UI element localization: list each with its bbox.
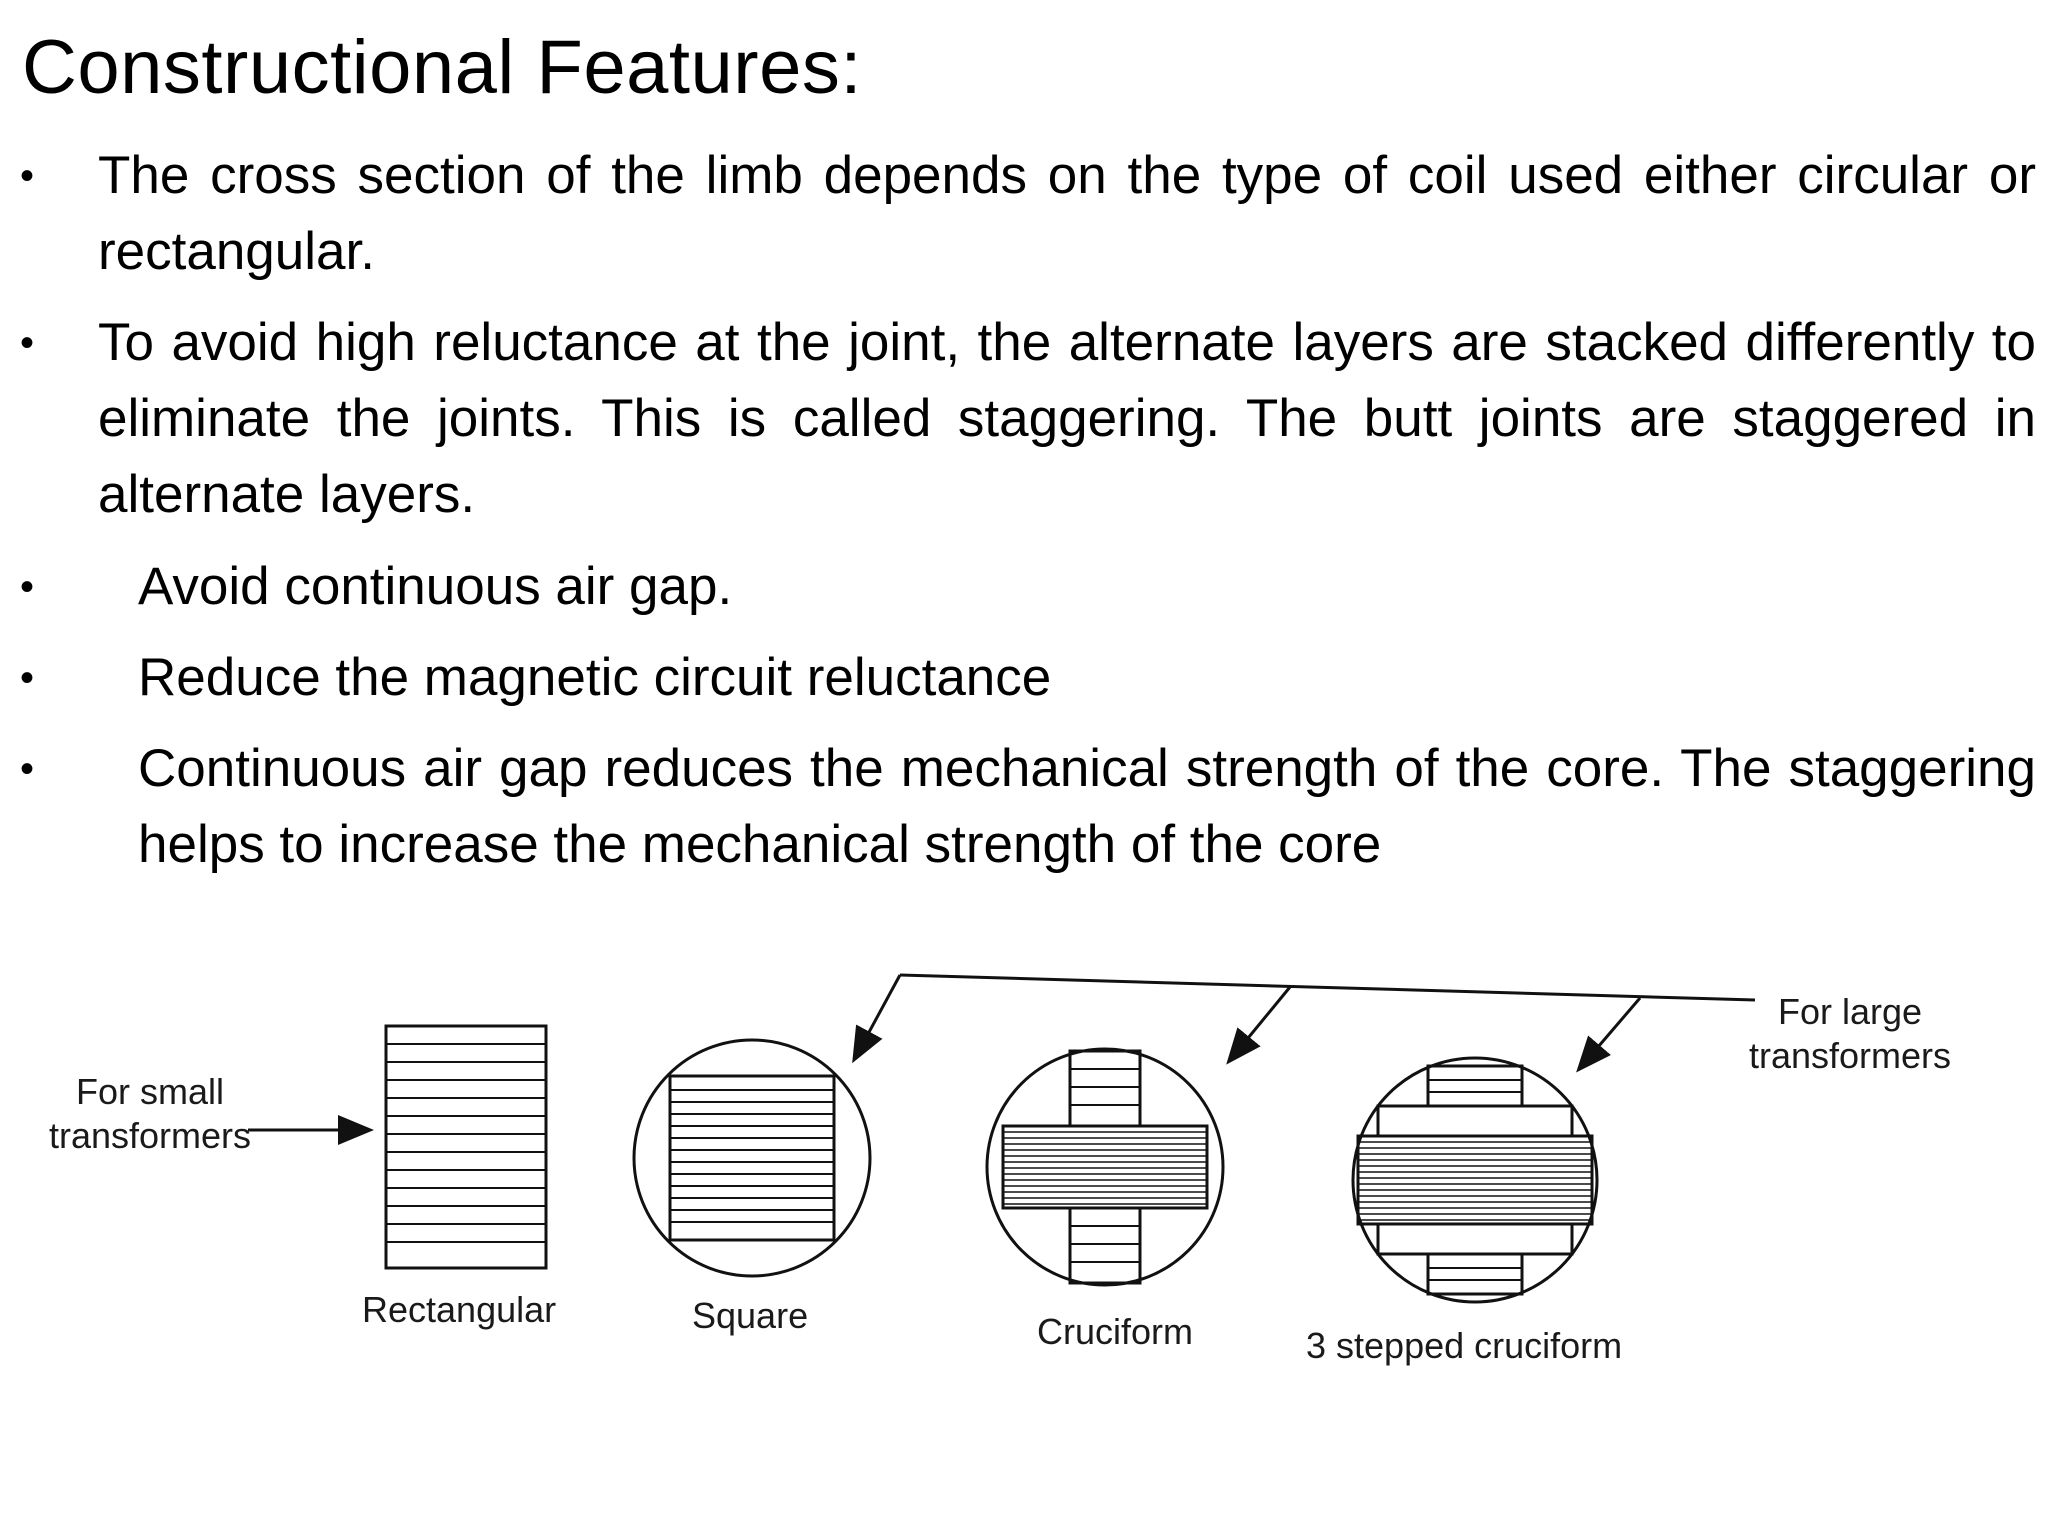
bullet-text: Continuous air gap reduces the mechanica… — [138, 739, 2036, 874]
bullet-text: Reduce the magnetic circuit reluctance — [138, 648, 1052, 707]
rectangular-caption: Rectangular — [362, 1289, 557, 1330]
small-transformers-label: For small transformers — [48, 1071, 252, 1156]
square-core — [632, 1038, 872, 1278]
large-transformer-leader — [899, 973, 1756, 1002]
large-transformers-label: For large transformers — [1748, 991, 1952, 1076]
cruciform-core — [985, 1047, 1225, 1287]
core-cross-section-diagram — [248, 973, 1756, 1304]
bullet-dot: • — [20, 656, 35, 700]
bullet-dot: • — [20, 565, 35, 609]
cruciform-caption: Cruciform — [1037, 1311, 1194, 1352]
bullet-dot: • — [20, 321, 35, 365]
three-stepped-cruciform-core — [1351, 1056, 1599, 1304]
square-caption: Square — [692, 1295, 809, 1336]
arrow-to-square — [852, 974, 902, 1064]
core-cross-section-figure: For small transformers For large transfo… — [0, 930, 2048, 1390]
arrow-to-3-stepped — [1576, 997, 1642, 1073]
arrow-to-cruciform — [1226, 986, 1292, 1065]
bullet-text: The cross section of the limb depends on… — [98, 146, 2036, 281]
slide-title: Constructional Features: — [22, 25, 862, 110]
bullet-dot: • — [20, 154, 35, 198]
three-stepped-cruciform-caption: 3 stepped cruciform — [1306, 1325, 1623, 1366]
bullet-dot: • — [20, 747, 35, 791]
rectangular-core — [384, 1024, 548, 1270]
bullet-text: To avoid high reluctance at the joint, t… — [98, 313, 2036, 524]
bullet-text: Avoid continuous air gap. — [138, 557, 733, 616]
